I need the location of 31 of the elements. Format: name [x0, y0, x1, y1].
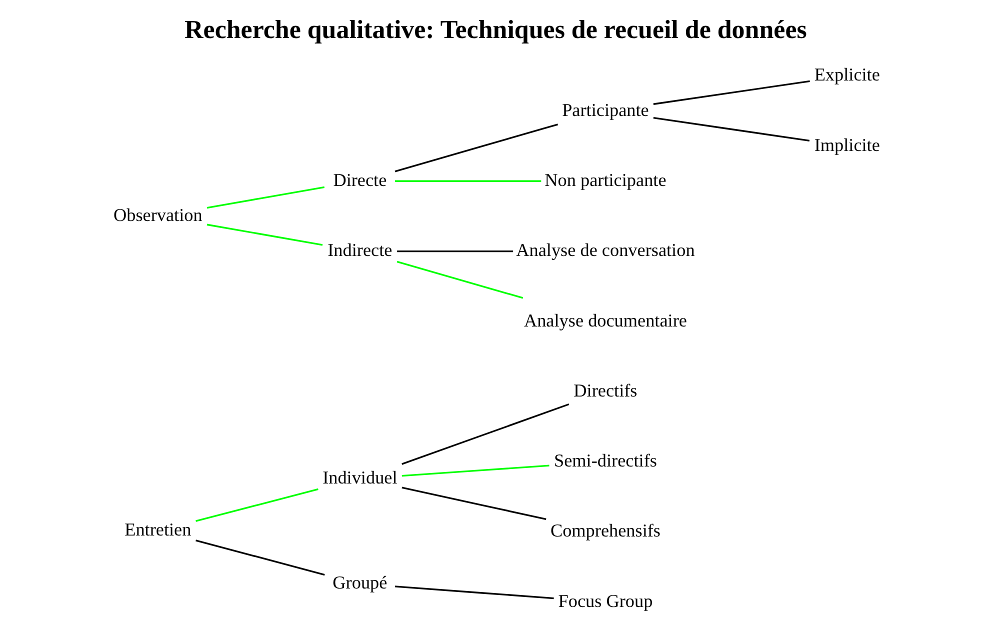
connector	[396, 260, 523, 299]
node-text: Groupé	[332, 572, 387, 593]
node-text: Directifs	[573, 380, 637, 400]
connector	[652, 117, 810, 142]
connector	[401, 464, 549, 477]
diagram-title: Recherche qualitative: Techniques de recueil de données	[184, 15, 806, 44]
connector	[652, 80, 810, 105]
node-text: Entretien	[124, 519, 191, 540]
connector	[394, 180, 541, 182]
node-text: Analyse documentaire	[523, 310, 686, 330]
connector	[401, 486, 546, 520]
node-text: Non participante	[544, 170, 666, 190]
connector	[206, 186, 324, 209]
connector	[394, 586, 554, 600]
node-text: Indirecte	[327, 240, 392, 260]
node-text: Comprehensifs	[550, 520, 660, 541]
connector	[195, 488, 318, 522]
connector	[396, 250, 513, 252]
connector	[401, 403, 569, 465]
node-text: Individuel	[322, 467, 397, 488]
node-text: Focus Group	[558, 590, 652, 611]
node-text: Semi-directifs	[554, 450, 656, 471]
connector	[195, 540, 324, 576]
node-text: Implicite	[814, 134, 880, 155]
node-text: Observation	[113, 205, 202, 226]
connector	[394, 124, 558, 172]
node-text: Directe	[332, 170, 386, 190]
node-text: Explicite	[814, 64, 880, 85]
node-text: Participante	[562, 100, 648, 120]
connector	[206, 224, 322, 246]
node-text: Analyse de conversation	[516, 240, 694, 260]
